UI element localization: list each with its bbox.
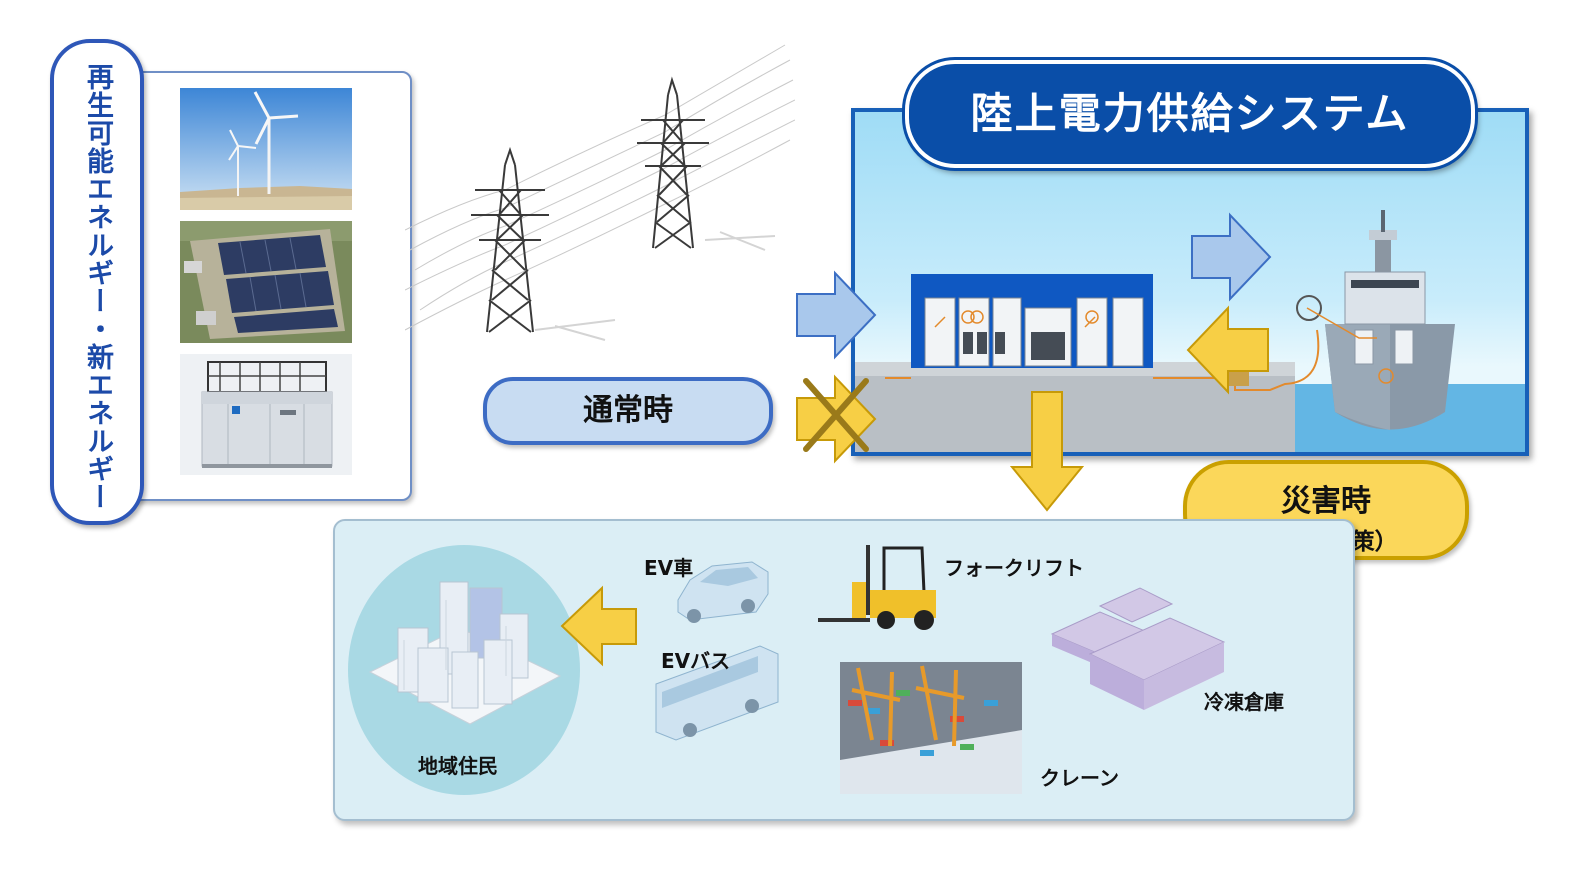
cold-storage-icon bbox=[1050, 587, 1226, 710]
city-buildings-icon bbox=[368, 581, 562, 725]
ev-car-label: EV車 bbox=[644, 556, 694, 580]
supply-to-residents-arrow bbox=[560, 585, 637, 667]
cold-storage-label: 冷凍倉庫 bbox=[1204, 690, 1284, 714]
normal-power-arrow-in bbox=[796, 270, 877, 360]
ev-bus-label: EVバス bbox=[661, 649, 731, 673]
disaster-power-arrow-ship bbox=[1186, 305, 1269, 395]
transmission-towers-illustration bbox=[405, 44, 795, 341]
forklift-icon bbox=[818, 545, 936, 630]
crane-label: クレーン bbox=[1040, 766, 1119, 790]
normal-power-arrow-ship bbox=[1191, 212, 1272, 302]
normal-operation-pill: 通常時 bbox=[483, 377, 773, 445]
renewable-energy-label-pill: 再生可能エネルギー・新エネルギー bbox=[50, 39, 144, 525]
blocked-x-icon bbox=[803, 378, 869, 452]
ev-bus-icon bbox=[655, 645, 779, 741]
ev-car-icon bbox=[677, 561, 769, 623]
wind-turbine-photo bbox=[180, 88, 352, 210]
solar-farm-photo bbox=[180, 221, 352, 343]
container-crane-icon bbox=[840, 662, 1022, 794]
forklift-label: フォークリフト bbox=[944, 556, 1084, 580]
shore-power-system-title: 陸上電力供給システム bbox=[905, 60, 1475, 168]
energy-storage-unit-photo bbox=[180, 354, 352, 475]
disaster-power-arrow-down bbox=[1009, 391, 1085, 512]
residents-label: 地域住民 bbox=[418, 754, 498, 778]
disaster-label: 災害時 bbox=[1281, 484, 1371, 519]
renewable-energy-title: 再生可能エネルギー・新エネルギー bbox=[82, 63, 113, 511]
